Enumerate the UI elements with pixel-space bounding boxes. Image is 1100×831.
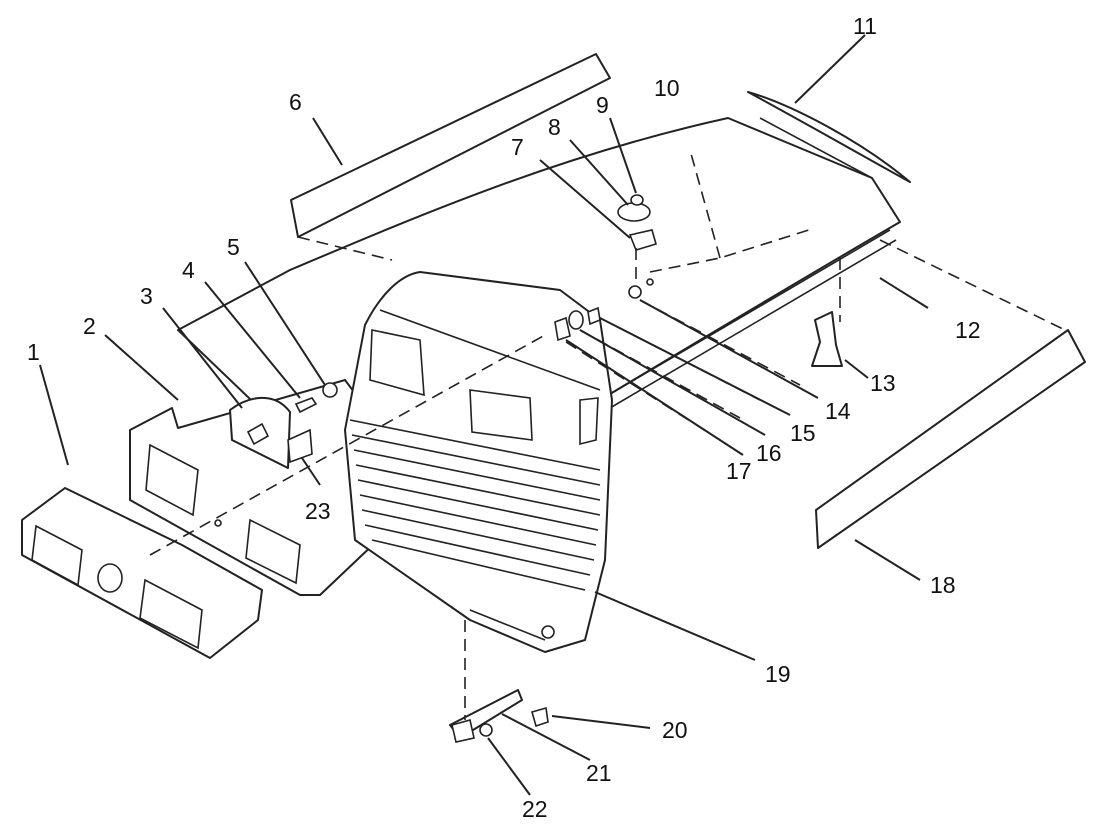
callout-6: 6 [289, 89, 302, 115]
callout-1: 1 [27, 339, 40, 365]
callout-15: 15 [790, 420, 816, 446]
callout-12: 12 [955, 317, 981, 343]
callout-8: 8 [548, 114, 561, 140]
part-7-8-9-latch-hardware [617, 194, 657, 299]
callout-3: 3 [140, 283, 153, 309]
callout-labels: 1 2 3 4 5 6 7 8 9 10 11 12 13 14 15 16 1… [27, 13, 981, 822]
callout-19: 19 [765, 661, 791, 687]
callout-11: 11 [853, 13, 877, 39]
callout-5: 5 [227, 234, 240, 260]
callout-23: 23 [305, 498, 331, 524]
callout-14: 14 [825, 398, 851, 424]
part-20-21-22-bracket [449, 689, 549, 743]
callout-9: 9 [596, 92, 609, 118]
part-18-side-panel [815, 329, 1086, 549]
part-13-hook [811, 311, 843, 367]
callout-21: 21 [586, 760, 612, 786]
part-23-clip [287, 428, 313, 464]
part-11-trim-strip [747, 91, 911, 183]
part-15-16-17-hardware [554, 306, 601, 342]
callout-7: 7 [511, 134, 524, 160]
callout-2: 2 [83, 313, 96, 339]
part-6-trim-strip [290, 53, 611, 238]
callout-4: 4 [182, 257, 195, 283]
callout-leaders [39, 34, 929, 796]
callout-18: 18 [930, 572, 956, 598]
part-19-front-grille [344, 271, 613, 653]
part-5-knob [322, 382, 338, 398]
part-4-pin [294, 397, 318, 414]
callout-13: 13 [870, 370, 896, 396]
callout-22: 22 [522, 796, 548, 822]
part-1-front-bumper [21, 487, 263, 659]
callout-20: 20 [662, 717, 688, 743]
callout-16: 16 [756, 440, 782, 466]
callout-17: 17 [726, 458, 752, 484]
callout-10: 10 [654, 75, 680, 101]
